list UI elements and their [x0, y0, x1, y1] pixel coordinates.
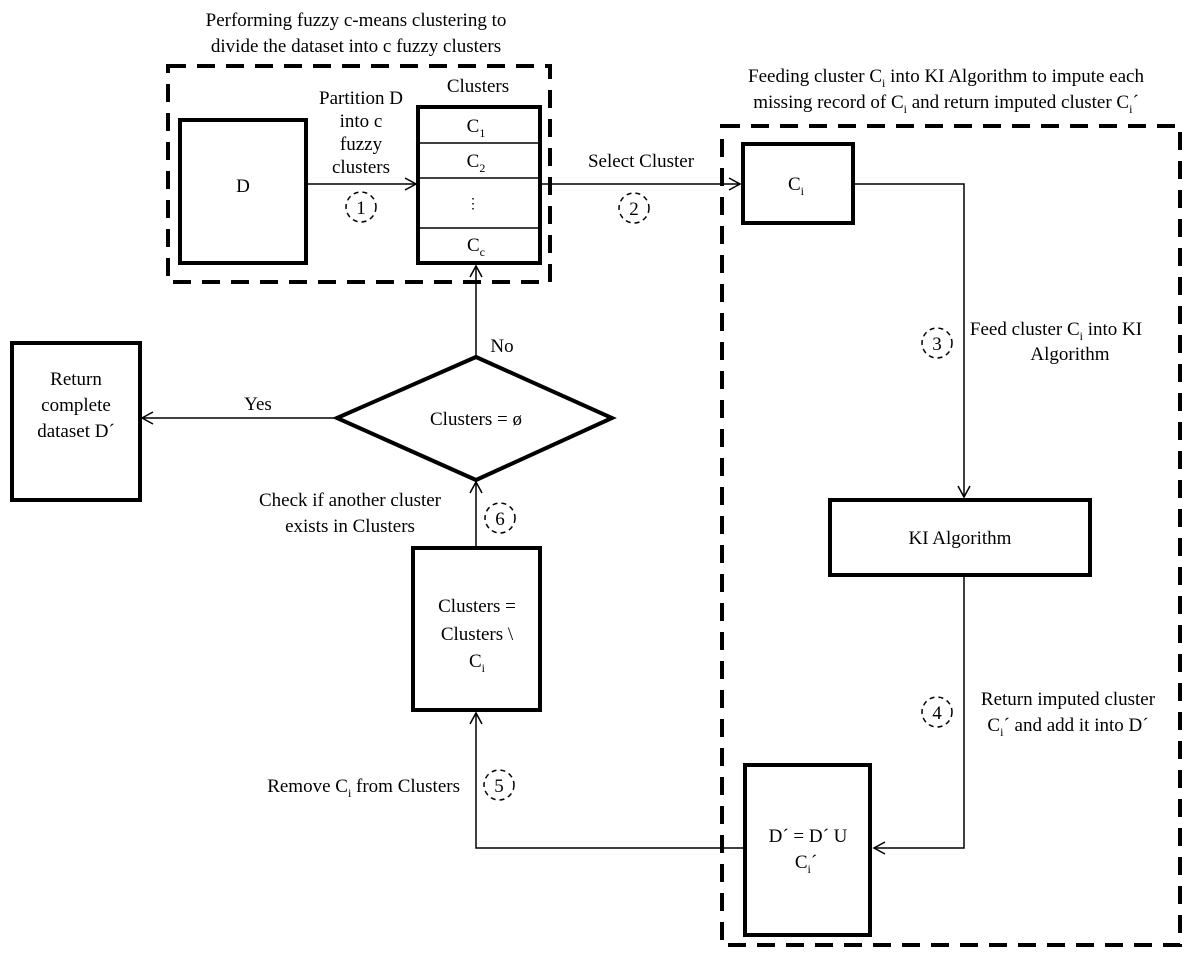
left-group-title-line1: Performing fuzzy c-means clustering to — [206, 10, 507, 31]
step-1-marker — [345, 191, 377, 223]
remove-cluster-label-1: Clusters = — [438, 596, 516, 617]
return-dataset-label-3: dataset D´ — [37, 421, 115, 442]
return-imputed-arrow — [872, 575, 965, 855]
step-6-number: 6 — [495, 509, 505, 530]
dprime-union-box — [743, 763, 872, 937]
clusters-box — [416, 105, 542, 265]
return-imputed-label-2: Ci´ and add it into D´ — [987, 715, 1148, 739]
return-dataset-label-2: complete — [41, 395, 111, 416]
partition-label-2: into c — [340, 111, 383, 132]
step-2-marker — [618, 192, 650, 224]
remove-cluster-label-3: Ci — [469, 651, 486, 675]
yes-label: Yes — [244, 394, 272, 415]
step-3-marker — [921, 327, 953, 359]
feed-label-1: Feed cluster Ci into KI — [970, 319, 1142, 343]
no-label: No — [490, 336, 513, 357]
remove-cluster-label-2: Clusters \ — [441, 624, 514, 645]
remove-cluster-box — [411, 546, 542, 712]
clustering-group — [166, 64, 552, 284]
clusters-empty-decision — [332, 354, 617, 483]
ki-algorithm-box — [828, 498, 1092, 577]
step-5-marker — [483, 769, 515, 801]
check-label-1: Check if another cluster — [259, 490, 442, 511]
cluster-row-c: Cc — [467, 235, 485, 259]
step-6-marker — [484, 502, 516, 534]
partition-label-4: clusters — [332, 157, 390, 178]
select-cluster-label: Select Cluster — [588, 151, 695, 172]
return-dataset-label-1: Return — [50, 369, 102, 390]
feed-arrow — [853, 183, 971, 499]
left-group-title-line2: divide the dataset into c fuzzy clusters — [211, 36, 501, 57]
right-group-title-line1: Feeding cluster Ci into KI Algorithm to … — [748, 66, 1144, 90]
feed-label-2: Algorithm — [1030, 344, 1109, 365]
right-group-title-line2: missing record of Ci and return imputed … — [753, 92, 1139, 116]
step-5-number: 5 — [494, 776, 504, 797]
cluster-ci-label: Ci — [788, 174, 805, 198]
remove-label: Remove Ci from Clusters — [267, 776, 460, 800]
decision-label: Clusters = ø — [430, 409, 522, 430]
dprime-union-label-1: D´ = D´ U — [769, 826, 848, 847]
dataset-d-label: D — [236, 176, 250, 197]
cluster-row-2: C2 — [467, 151, 486, 175]
partition-label-3: fuzzy — [340, 134, 383, 155]
step-2-number: 2 — [629, 199, 639, 220]
clusters-header: Clusters — [447, 76, 509, 97]
return-dataset-box — [10, 341, 142, 502]
cluster-row-1: C1 — [467, 116, 486, 140]
step-4-marker — [921, 696, 953, 728]
step-1-number: 1 — [356, 198, 366, 219]
remove-arrow — [469, 711, 745, 849]
cluster-row-ellipsis: ⋮ — [466, 197, 480, 212]
partition-label-1: Partition D — [319, 88, 403, 109]
dprime-union-label-2: Ci´ — [795, 852, 817, 876]
step-4-number: 4 — [932, 703, 942, 724]
dataset-d-box — [178, 118, 308, 265]
ki-algorithm-label: KI Algorithm — [909, 528, 1012, 549]
step-3-number: 3 — [932, 334, 942, 355]
check-label-2: exists in Clusters — [285, 516, 415, 537]
return-imputed-label-1: Return imputed cluster — [981, 689, 1156, 710]
